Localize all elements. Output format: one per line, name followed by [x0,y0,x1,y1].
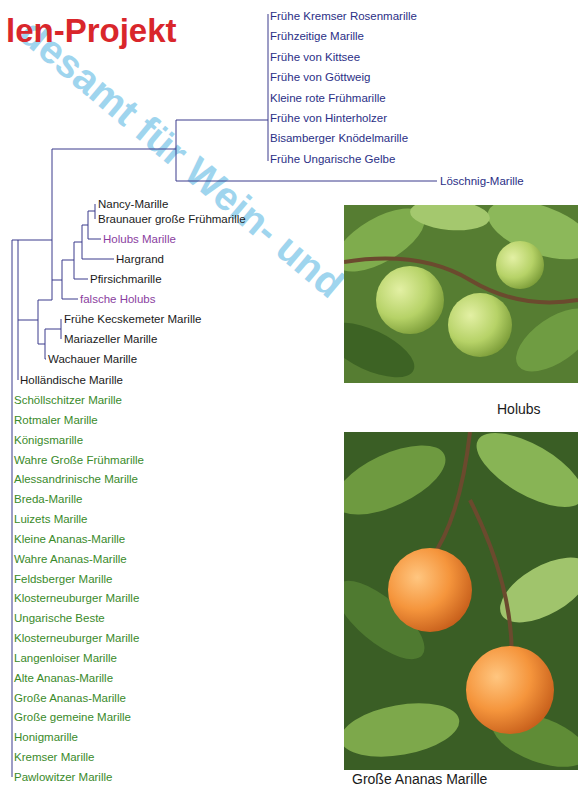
leaf-label: Frühe von Göttweig [270,70,370,84]
leaf-label: Hargrand [116,252,164,266]
leaf-label: Große Ananas-Marille [14,691,126,705]
leaf-label: Wahre Große Frühmarille [14,453,144,467]
leaf-label: Mariazeller Marille [64,332,157,346]
leaf-label: Klosterneuburger Marille [14,591,139,605]
leaf-label: Breda-Marille [14,492,82,506]
leaf-label: Honigmarille [14,730,78,744]
leaf-label: Alessandrinische Marille [14,472,138,486]
leaf-label: falsche Holubs [80,292,155,306]
leaf-label: Ungarische Beste [14,611,105,625]
leaf-label: Große gemeine Marille [14,710,131,724]
leaf-label: Löschnig-Marille [440,174,524,188]
leaf-label: Klosterneuburger Marille [14,631,139,645]
leaf-label: Frühe Ungarische Gelbe [270,152,395,166]
photo-grosse-ananas [344,432,578,770]
leaf-label: Frühzeitige Marille [270,29,364,43]
leaf-label: Kleine rote Frühmarille [270,91,386,105]
leaf-label: Kremser Marille [14,750,95,764]
leaf-label: Luizets Marille [14,512,88,526]
leaf-label: Braunauer große Frühmarille [98,212,246,226]
page-title: len-Projekt [6,12,177,50]
photo-caption: Große Ananas Marille [352,771,487,787]
leaf-label: Kleine Ananas-Marille [14,532,125,546]
leaf-label: Wachauer Marille [48,352,137,366]
leaf-label: Bisamberger Knödelmarille [270,131,408,145]
leaf-label: Alte Ananas-Marille [14,671,113,685]
leaf-label: Pawlowitzer Marille [14,770,112,784]
leaf-label: Königsmarille [14,433,83,447]
leaf-label: Frühe Kecskemeter Marille [64,312,201,326]
leaf-label: Pfirsichmarille [90,272,162,286]
leaf-label: Rotmaler Marille [14,413,98,427]
leaf-label: Frühe von Kittsee [270,50,360,64]
leaf-label: Frühe von Hinterholzer [270,111,387,125]
leaf-label: Wahre Ananas-Marille [14,552,127,566]
leaf-label: Holländische Marille [20,373,123,387]
leaf-label: Nancy-Marille [98,197,168,211]
leaf-label: Frühe Kremser Rosenmarille [270,9,417,23]
leaf-label: Feldsberger Marille [14,572,112,586]
photo-holubs [344,205,578,383]
leaf-label: Holubs Marille [103,232,176,246]
photo-caption: Holubs [497,401,541,417]
leaf-label: Schöllschitzer Marille [14,393,122,407]
leaf-label: Langenloiser Marille [14,651,117,665]
